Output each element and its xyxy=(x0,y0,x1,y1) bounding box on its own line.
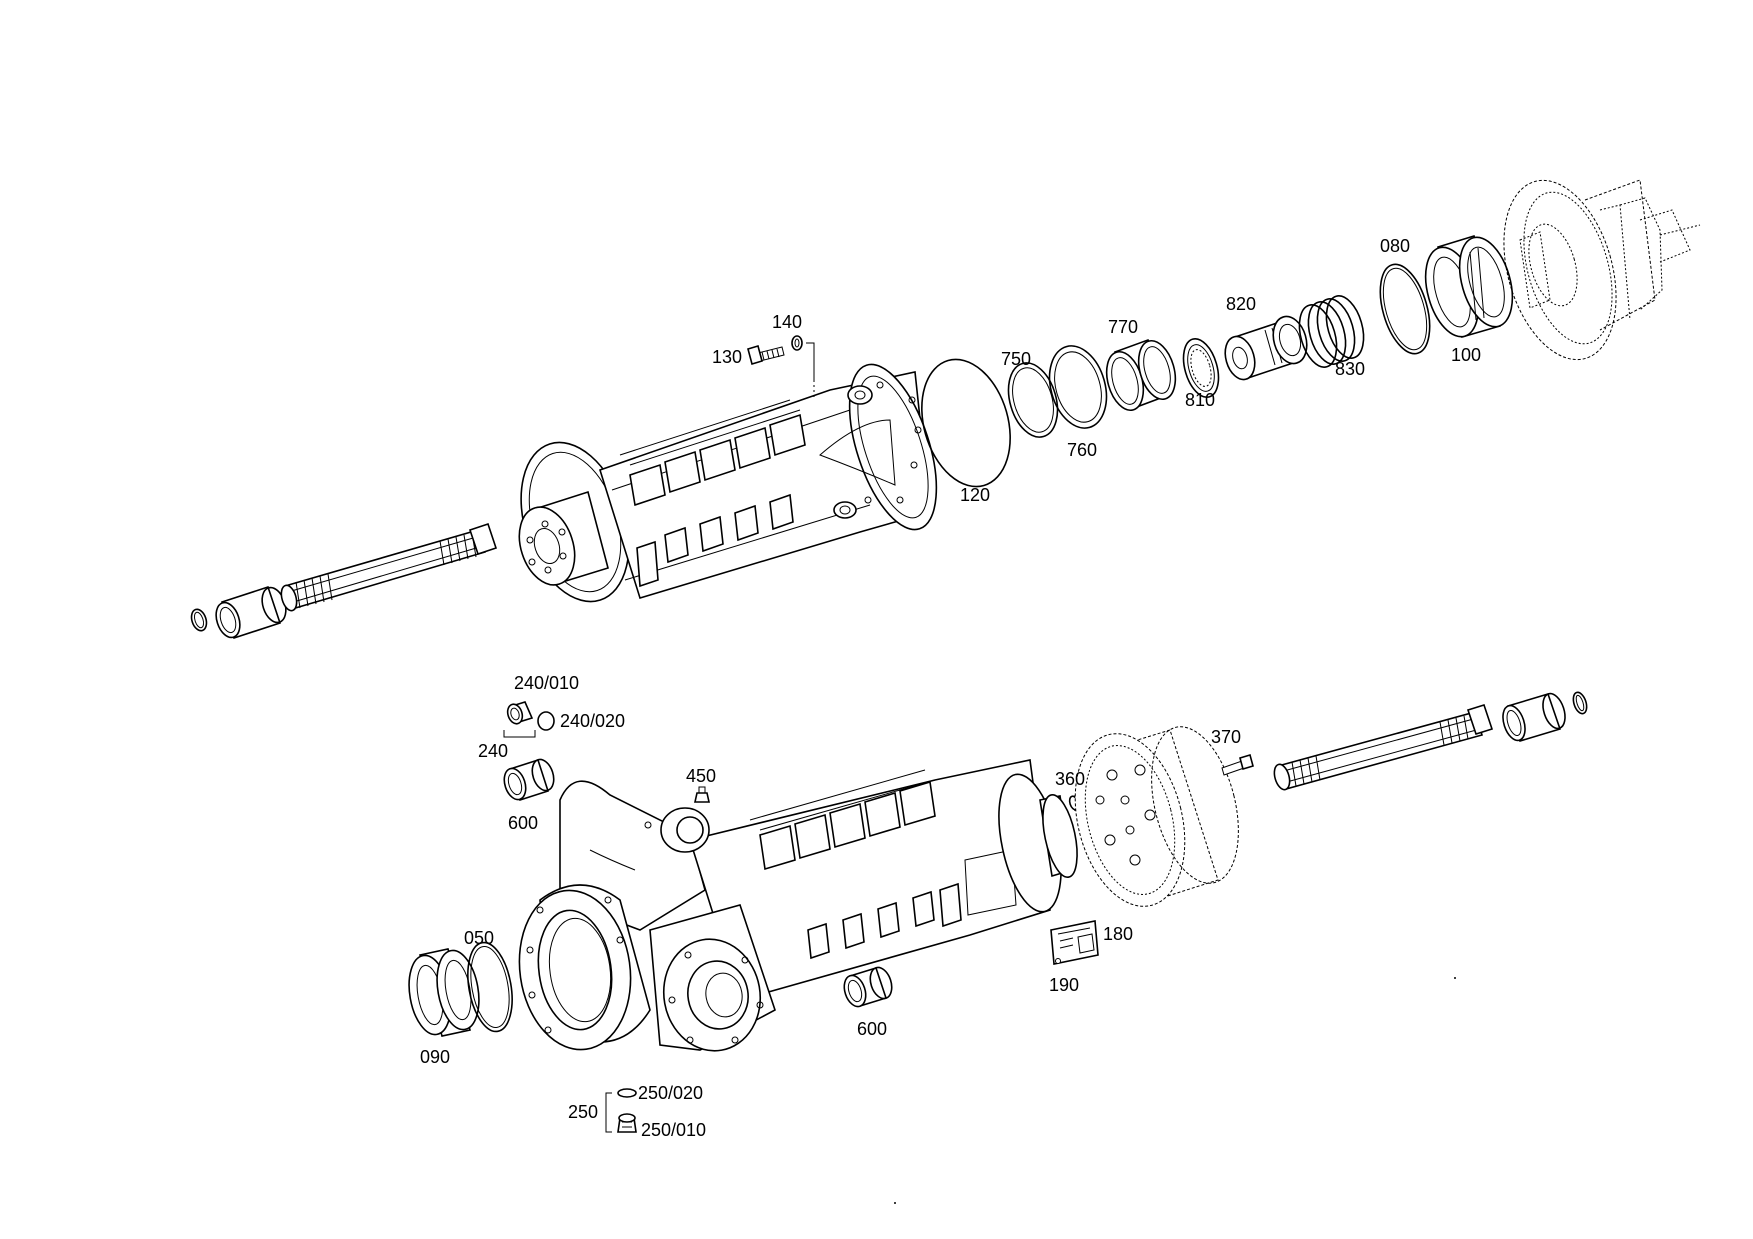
planetary-drive-upper-right xyxy=(1503,179,1701,361)
part-label-100: 100 xyxy=(1451,345,1481,365)
bolt-130 xyxy=(747,344,785,366)
thrust-bearing-810 xyxy=(1182,338,1220,398)
spring-830 xyxy=(1298,295,1365,368)
bushing-600-right xyxy=(843,966,893,1008)
ring-080 xyxy=(1379,263,1431,355)
ring-760 xyxy=(1048,345,1108,429)
needle-sleeve-right xyxy=(1502,692,1566,742)
scan-speck xyxy=(1454,977,1456,979)
part-label-080: 080 xyxy=(1380,236,1410,256)
bushing-600-left xyxy=(503,758,555,802)
part-label-770: 770 xyxy=(1108,317,1138,337)
bushing-240-010 xyxy=(506,701,534,725)
part-label-820: 820 xyxy=(1226,294,1256,314)
part-label-050: 050 xyxy=(464,928,494,948)
ring-750 xyxy=(1007,362,1059,438)
breather-450 xyxy=(694,786,710,803)
part-label-120: 120 xyxy=(960,485,990,505)
axle-housing-lower xyxy=(518,759,1078,1052)
snap-ring-left xyxy=(190,608,208,632)
part-label-090: 090 xyxy=(420,1047,450,1067)
part-label-240-010: 240/010 xyxy=(514,673,579,693)
bracket-240 xyxy=(503,730,536,738)
snap-ring-right xyxy=(1572,691,1588,715)
part-label-130: 130 xyxy=(712,347,742,367)
planetary-carrier-lower xyxy=(1074,726,1239,907)
o-ring-120 xyxy=(921,358,1011,488)
part-label-760: 760 xyxy=(1067,440,1097,460)
part-label-140: 140 xyxy=(772,312,802,332)
axle-housing-upper xyxy=(518,363,938,603)
scan-speck xyxy=(894,1202,896,1204)
ring-050 xyxy=(467,941,513,1033)
bolt-370 xyxy=(1221,753,1254,776)
part-label-180: 180 xyxy=(1103,924,1133,944)
leader-140 xyxy=(806,342,815,380)
part-label-450: 450 xyxy=(686,766,716,786)
part-label-810: 810 xyxy=(1185,390,1215,410)
ring-250-020 xyxy=(617,1088,637,1098)
part-label-600-right: 600 xyxy=(857,1019,887,1039)
part-label-600-left: 600 xyxy=(508,813,538,833)
part-label-190: 190 xyxy=(1049,975,1079,995)
part-label-250: 250 xyxy=(568,1102,598,1122)
taper-bearing-100 xyxy=(1424,234,1514,338)
ring-240-020 xyxy=(537,711,555,731)
part-label-830: 830 xyxy=(1335,359,1365,379)
axle-shaft-upper xyxy=(280,522,498,612)
part-label-240: 240 xyxy=(478,741,508,761)
taper-bearing-090 xyxy=(408,948,480,1037)
rivet-190 xyxy=(1055,958,1061,964)
fitting-250-010 xyxy=(617,1113,637,1133)
part-label-370: 370 xyxy=(1211,727,1241,747)
part-label-250-010: 250/010 xyxy=(641,1120,706,1140)
part-label-750: 750 xyxy=(1001,349,1031,369)
part-label-360: 360 xyxy=(1055,769,1085,789)
washer-140 xyxy=(791,335,803,351)
part-label-240-020: 240/020 xyxy=(560,711,625,731)
plate-180 xyxy=(1050,920,1099,965)
bearing-cup-770 xyxy=(1105,338,1177,412)
needle-sleeve-left xyxy=(215,585,287,640)
bracket-250 xyxy=(605,1092,612,1133)
axle-shaft-lower xyxy=(1273,704,1494,791)
part-label-250-020: 250/020 xyxy=(638,1083,703,1103)
splined-hub-820 xyxy=(1224,315,1308,381)
